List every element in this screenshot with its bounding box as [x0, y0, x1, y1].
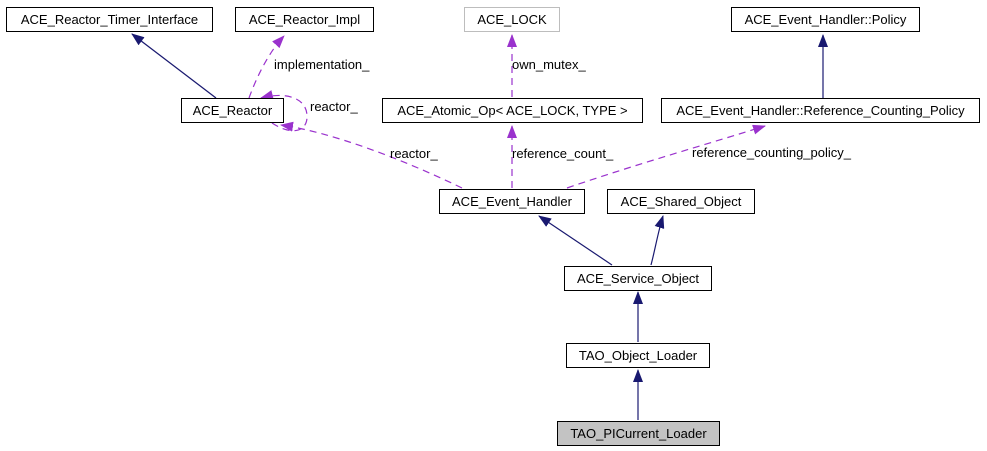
- class-node-ace-reactor-impl[interactable]: ACE_Reactor_Impl: [235, 7, 374, 32]
- edge-inherit-reactor-to-timer-interface: [131, 33, 217, 99]
- class-node-ace-event-handler-reference-counting-policy[interactable]: ACE_Event_Handler::Reference_Counting_Po…: [661, 98, 980, 123]
- class-node-ace-reactor-timer-interface[interactable]: ACE_Reactor_Timer_Interface: [6, 7, 213, 32]
- class-node-tao-picurrent-loader: TAO_PICurrent_Loader: [557, 421, 720, 446]
- class-node-ace-event-handler-policy[interactable]: ACE_Event_Handler::Policy: [731, 7, 920, 32]
- edge-label-reactor: reactor_: [390, 146, 438, 161]
- class-node-ace-shared-object[interactable]: ACE_Shared_Object: [607, 189, 755, 214]
- edge-label-reference-count: reference_count_: [512, 146, 614, 161]
- edge-usage-event-handler-to-ref-counting-policy: [566, 124, 766, 189]
- edge-inherit-service-object-to-shared-object: [650, 215, 665, 266]
- edge-label-implementation: implementation_: [274, 57, 370, 72]
- edge-usage-event-handler-to-reactor: [280, 121, 463, 189]
- class-node-ace-reactor[interactable]: ACE_Reactor: [181, 98, 284, 123]
- edge-usage-reactor-to-reactor-impl: [248, 35, 285, 99]
- class-node-ace-lock: ACE_LOCK: [464, 7, 560, 32]
- edge-label-reactor-self: reactor_: [310, 99, 358, 114]
- class-node-ace-event-handler[interactable]: ACE_Event_Handler: [439, 189, 585, 214]
- class-node-tao-object-loader[interactable]: TAO_Object_Loader: [566, 343, 710, 368]
- edge-label-reference-counting-policy: reference_counting_policy_: [692, 145, 851, 160]
- edge-label-own-mutex: own_mutex_: [512, 57, 586, 72]
- edge-inherit-service-object-to-event-handler: [538, 215, 613, 266]
- class-node-ace-atomic-op[interactable]: ACE_Atomic_Op< ACE_LOCK, TYPE >: [382, 98, 643, 123]
- class-node-ace-service-object[interactable]: ACE_Service_Object: [564, 266, 712, 291]
